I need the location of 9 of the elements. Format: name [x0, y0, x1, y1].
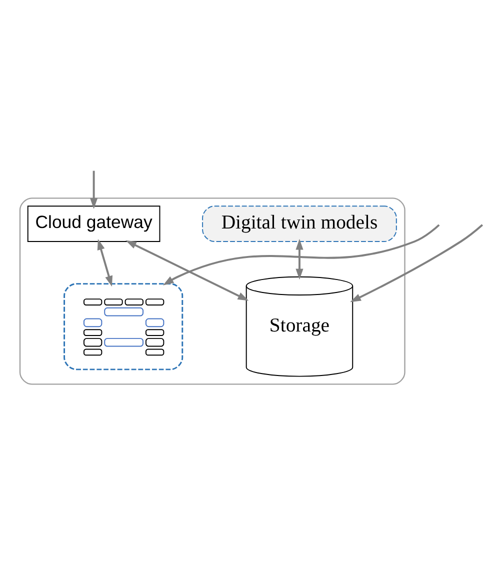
node-box: Digital twin models: [202, 206, 397, 242]
arrow: [90, 170, 98, 210]
arrow: [296, 238, 304, 280]
arrow: [350, 224, 484, 302]
arrow: [162, 224, 440, 286]
arrow: [97, 239, 113, 287]
arrow: [126, 240, 249, 301]
cluster: [64, 283, 184, 370]
node-box: Cloud gateway: [27, 206, 160, 242]
